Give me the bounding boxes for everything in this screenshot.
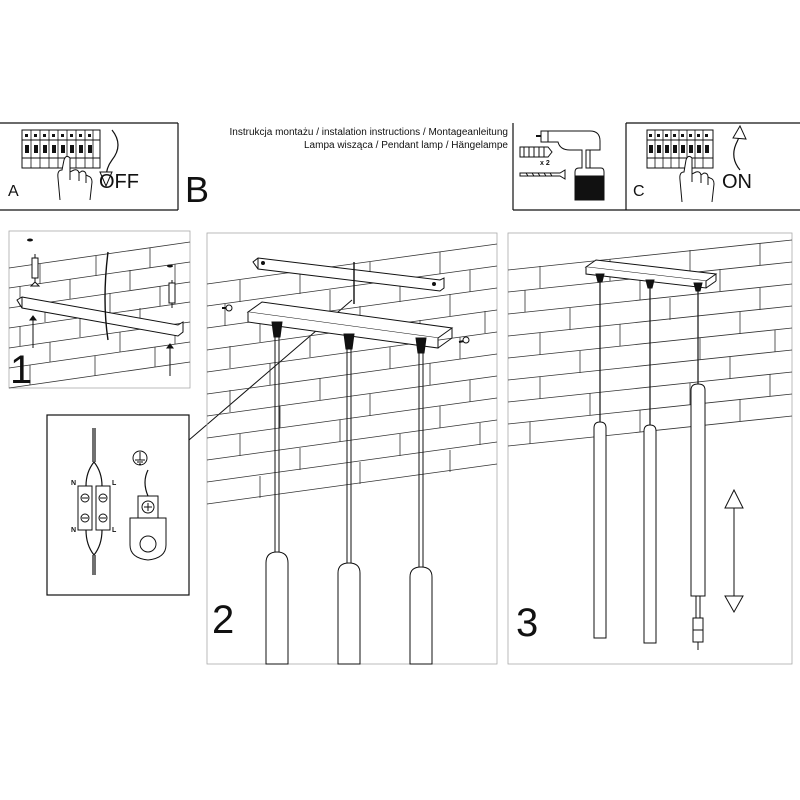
ground-icon [132, 450, 148, 466]
brick-ceiling [206, 243, 498, 505]
ceiling-canopy [584, 259, 718, 289]
pendant-lamp-icon [409, 337, 433, 665]
mounting-bracket [16, 296, 184, 337]
panel-c-state: ON [722, 171, 752, 193]
pendant-lamp-icon [690, 282, 706, 650]
panel-3 [507, 232, 793, 665]
circuit-breaker-icon [21, 129, 101, 169]
screw-icon [222, 304, 470, 344]
panel-drill [519, 130, 605, 201]
ground-terminal [129, 469, 167, 561]
pendant-lamp-icon [337, 333, 361, 665]
header-line-1: Instrukcja montażu / instalation instruc… [229, 127, 509, 138]
curved-arrow-up-icon [732, 124, 747, 171]
wiring-neutral-bottom: N [71, 527, 77, 534]
wall-plug-icon [519, 146, 553, 158]
header-line-2: Lampa wisząca / Pendant lamp / Hängelamp… [303, 140, 508, 151]
curved-arrow-down-icon [99, 129, 119, 188]
panel-2 [206, 232, 498, 665]
ceiling-canopy [246, 301, 454, 349]
panel-a-state: OFF [99, 171, 139, 193]
cable-wires [85, 428, 103, 575]
panel-c-letter: C [633, 183, 645, 200]
wiring-live-bottom: L [112, 527, 117, 534]
terminal-block-icon [77, 485, 111, 531]
hand-icon [57, 155, 93, 201]
panel-a-letter: A [8, 183, 19, 200]
panel-a-breaker [21, 129, 119, 201]
instruction-header: Instrukcja montażu / instalation instruc… [188, 126, 509, 152]
drill-quantity: x 2 [540, 160, 550, 167]
step-2-number: 2 [212, 598, 235, 642]
cable [104, 251, 109, 341]
wiring-inset [46, 299, 353, 596]
screw-icon [519, 169, 566, 180]
double-arrow-icon [724, 488, 744, 614]
wall-plug-icon [29, 254, 176, 308]
panel-c-breaker [646, 124, 747, 203]
pendant-lamp-icon [593, 273, 607, 639]
pendant-lamp-icon [265, 321, 289, 665]
hand-icon [679, 155, 715, 203]
screw-icon [29, 315, 174, 376]
pendant-lamp-icon [643, 279, 657, 644]
panel-1 [8, 230, 191, 389]
header-frame [0, 122, 800, 211]
circuit-breaker-icon [646, 129, 714, 169]
drill-icon [536, 130, 605, 201]
step-1-number: 1 [10, 348, 33, 392]
step-3-number: 3 [516, 601, 539, 645]
wiring-neutral-top: N [71, 480, 77, 487]
panel-b-letter: B [185, 169, 210, 210]
mounting-bracket [252, 257, 445, 292]
wiring-live-top: L [112, 480, 117, 487]
